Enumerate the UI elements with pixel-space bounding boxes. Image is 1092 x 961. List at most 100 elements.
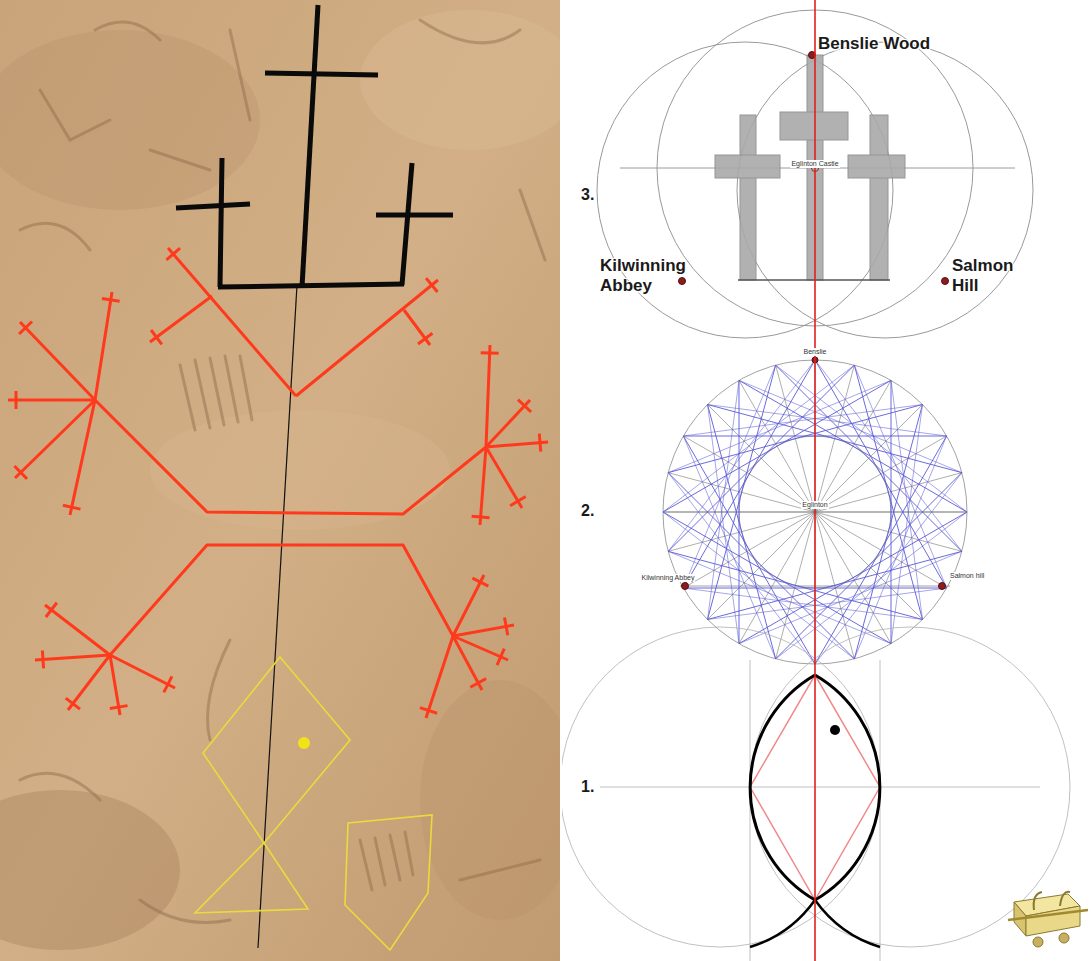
incised-line: [180, 356, 252, 430]
branch-spoke: [168, 248, 296, 396]
point-label: Salmon hill: [949, 572, 985, 580]
star-polygon: [663, 365, 854, 512]
cross-overlay: [220, 158, 222, 287]
guide-circle: [562, 627, 1070, 961]
cross-overlay: [176, 204, 250, 208]
star-polygon: [668, 551, 891, 643]
star-polygon: [708, 380, 739, 619]
cross-symbol: [740, 115, 756, 280]
branch-overlay: [110, 545, 453, 655]
star-polygon: [708, 405, 947, 436]
stone-photo: [360, 10, 560, 150]
step-number: 3.: [581, 186, 594, 204]
panel-divider: [560, 0, 562, 961]
star-polygon: [891, 405, 922, 644]
star-polygon: [854, 365, 946, 588]
site-dot: [682, 583, 689, 590]
star-polygon: [776, 365, 962, 551]
star-polygon: [663, 512, 891, 644]
step-number: 2.: [581, 502, 594, 520]
branch-spoke: [453, 575, 484, 636]
cross-overlay: [302, 5, 318, 287]
branch-spoke: [150, 296, 212, 342]
star-polygon: [739, 380, 740, 643]
point-label: Kilwinning Abbey: [641, 574, 696, 582]
eye-dot: [830, 725, 840, 735]
star-polygon: [854, 436, 946, 659]
cross-symbol: [780, 112, 848, 140]
branch-spoke: [35, 655, 110, 660]
branch-tick: [418, 333, 432, 344]
stone-photo: [0, 790, 180, 950]
place-name: Benslie Wood: [818, 34, 930, 54]
star-polygon: [776, 365, 967, 512]
incised-line: [520, 190, 545, 260]
branch-tick: [426, 278, 437, 292]
cross-overlay: [265, 73, 378, 75]
incised-line: [20, 223, 90, 250]
fish-outline: [195, 843, 308, 913]
star-polygon: [739, 380, 962, 472]
fish-outline: [203, 657, 350, 843]
cross-overlay: [218, 284, 404, 287]
branch-spoke: [15, 400, 95, 478]
incised-line: [40, 90, 110, 140]
branch-spoke: [486, 447, 522, 508]
base-line: [738, 279, 890, 281]
branch-tick: [66, 698, 80, 709]
branch-tick: [472, 578, 488, 586]
ark-icon: [1008, 892, 1088, 947]
branch-spoke: [45, 605, 110, 655]
branch-tick: [470, 679, 486, 688]
guide-circle: [600, 787, 1040, 788]
branch-tick: [102, 299, 120, 302]
ark-icon: [1034, 892, 1070, 910]
incised-line: [420, 20, 520, 43]
incised-line: [460, 860, 540, 880]
cross-symbol: [848, 155, 905, 178]
star-polygon: [668, 473, 815, 664]
branch-spoke: [95, 292, 112, 400]
branch-tick: [481, 351, 499, 355]
branch-tick: [15, 391, 18, 409]
branch-tick: [518, 400, 531, 412]
star-polygon: [683, 588, 922, 619]
branch-overlay: [95, 400, 486, 655]
branch-tick: [539, 434, 540, 452]
star-polygon: [683, 405, 922, 436]
branch-spoke: [296, 280, 438, 396]
branch-tick: [166, 248, 180, 260]
incised-line: [150, 150, 210, 170]
place-name: Kilwinning Abbey: [600, 256, 700, 296]
star-polygon: [815, 473, 962, 664]
ark-icon: [1059, 933, 1069, 943]
star-polygon: [891, 380, 922, 619]
incised-line: [20, 20, 545, 923]
branch-tick: [14, 248, 540, 713]
branch-tick: [110, 706, 128, 709]
branch-tick: [472, 516, 490, 517]
branch-spoke: [8, 248, 548, 718]
branch-spoke: [486, 400, 530, 447]
branch-spoke: [20, 322, 95, 400]
guide-circle: [880, 660, 881, 961]
vesica-circle: [737, 42, 1033, 338]
incised-line: [360, 832, 413, 890]
cross-overlay: [402, 163, 412, 285]
branch-spoke: [486, 345, 490, 447]
cross-symbol: [870, 115, 888, 280]
ark-icon: [1026, 906, 1080, 936]
star-polygon: [708, 588, 947, 619]
axis-line: [258, 285, 297, 948]
star-polygon: [668, 380, 891, 472]
step-number: 1.: [581, 778, 594, 796]
star-polygon: [708, 405, 739, 644]
star-polygon: [739, 380, 967, 512]
stone-photo: [420, 680, 560, 920]
eye-dot: [298, 737, 310, 749]
branch-tick: [420, 708, 437, 714]
ark-icon: [1033, 937, 1043, 947]
branch-tick: [151, 330, 162, 344]
